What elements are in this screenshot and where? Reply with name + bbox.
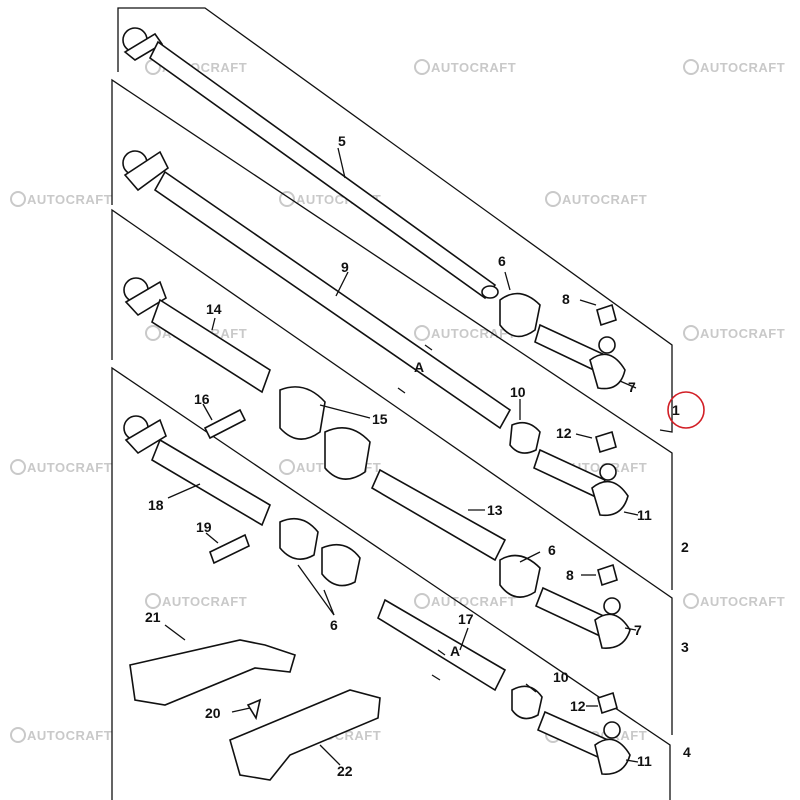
clamp-6a xyxy=(499,292,541,338)
assembly-4-parts xyxy=(123,415,631,781)
svg-text:AUTOCRAFT: AUTOCRAFT xyxy=(27,192,112,207)
clip-19 xyxy=(209,533,250,565)
label-6: 6 xyxy=(498,253,506,269)
fastener-20 xyxy=(246,698,262,721)
tie-rod-end-left-3 xyxy=(124,280,167,317)
sleeve-14 xyxy=(151,298,271,394)
ball-joint-7a xyxy=(589,353,626,390)
label-9: 9 xyxy=(341,259,349,275)
svg-text:AUTOCRAFT: AUTOCRAFT xyxy=(27,460,112,475)
label-17: 17 xyxy=(458,611,474,627)
label-10: 10 xyxy=(510,384,526,400)
tube-13 xyxy=(370,468,507,562)
label-13: 13 xyxy=(487,502,503,518)
tube-17 xyxy=(377,598,507,692)
clamp-10a xyxy=(509,421,541,454)
highlight-circle xyxy=(667,391,705,429)
nut-8a xyxy=(596,303,617,327)
label-5: 5 xyxy=(338,133,346,149)
label-4: 4 xyxy=(683,744,691,760)
svg-text:AUTOCRAFT: AUTOCRAFT xyxy=(431,326,516,341)
nut-12b xyxy=(597,691,618,715)
clamp-6d xyxy=(321,543,361,587)
ball-joint-11b xyxy=(594,738,631,775)
clip-16 xyxy=(203,408,247,440)
nut-8b xyxy=(597,563,618,587)
watermark: AUTOCRAFT xyxy=(683,325,785,341)
watermark: AUTOCRAFT xyxy=(683,593,785,609)
label-dim-a-2: A xyxy=(450,643,460,659)
label-16: 16 xyxy=(194,391,210,407)
panel-1-outline xyxy=(117,7,673,433)
sleeve-18 xyxy=(151,438,271,527)
svg-text:AUTOCRAFT: AUTOCRAFT xyxy=(700,326,785,341)
arm-22 xyxy=(229,689,381,781)
label-15: 15 xyxy=(372,411,388,427)
watermark: AUTOCRAFT xyxy=(414,59,516,75)
svg-text:AUTOCRAFT: AUTOCRAFT xyxy=(562,192,647,207)
panel-3-outline xyxy=(111,208,673,735)
watermark: AUTOCRAFT xyxy=(10,191,112,207)
panel-4-outline xyxy=(111,366,671,800)
label-1: 1 xyxy=(672,402,680,418)
label-12: 12 xyxy=(556,425,572,441)
ball-joint-11a xyxy=(591,480,629,517)
assembly-3-parts xyxy=(123,277,631,649)
label-8: 8 xyxy=(566,567,574,583)
arm-21 xyxy=(129,639,296,706)
ball-joint-7b xyxy=(594,613,631,649)
clamp-6b xyxy=(499,554,541,598)
clamp-6c xyxy=(279,517,319,560)
watermark: AUTOCRAFT xyxy=(145,593,247,609)
label-11: 11 xyxy=(637,507,652,523)
assembly-1-parts xyxy=(122,27,626,390)
svg-text:AUTOCRAFT: AUTOCRAFT xyxy=(162,594,247,609)
label-6: 6 xyxy=(330,617,338,633)
svg-text:AUTOCRAFT: AUTOCRAFT xyxy=(431,60,516,75)
label-22: 22 xyxy=(337,763,353,779)
tie-rod-end-left-2 xyxy=(123,150,170,192)
svg-text:AUTOCRAFT: AUTOCRAFT xyxy=(700,594,785,609)
part-labels: 5 6 8 7 1 9 A 10 12 11 2 14 16 15 13 6 8… xyxy=(145,133,691,779)
panel-outlines xyxy=(111,7,673,800)
label-19: 19 xyxy=(196,519,212,535)
clamp-15b xyxy=(324,426,371,480)
watermark: AUTOCRAFT xyxy=(10,727,112,743)
clamp-15a xyxy=(279,386,326,440)
label-10: 10 xyxy=(553,669,569,685)
label-18: 18 xyxy=(148,497,164,513)
watermark: AUTOCRAFT xyxy=(545,191,647,207)
label-3: 3 xyxy=(681,639,689,655)
label-6: 6 xyxy=(548,542,556,558)
label-8: 8 xyxy=(562,291,570,307)
label-2: 2 xyxy=(681,539,689,555)
label-7: 7 xyxy=(634,622,642,638)
watermark: AUTOCRAFT xyxy=(414,325,516,341)
label-14: 14 xyxy=(206,301,222,317)
leader-lines xyxy=(164,147,639,766)
watermark: AUTOCRAFT xyxy=(683,59,785,75)
tie-rod-end-left-4 xyxy=(124,418,167,455)
svg-text:AUTOCRAFT: AUTOCRAFT xyxy=(431,594,516,609)
label-21: 21 xyxy=(145,609,161,625)
tube-5 xyxy=(148,40,497,300)
svg-text:AUTOCRAFT: AUTOCRAFT xyxy=(700,60,785,75)
label-dim-a-1: A xyxy=(414,359,424,375)
label-11: 11 xyxy=(637,753,652,769)
svg-text:AUTOCRAFT: AUTOCRAFT xyxy=(27,728,112,743)
label-7: 7 xyxy=(628,379,636,395)
nut-12a xyxy=(595,430,617,454)
watermark: AUTOCRAFT xyxy=(10,459,112,475)
panel-2-outline xyxy=(111,78,673,590)
label-12: 12 xyxy=(570,698,586,714)
assembly-2-parts xyxy=(122,150,629,517)
clamp-10b xyxy=(511,685,543,720)
label-20: 20 xyxy=(205,705,221,721)
tube-9 xyxy=(153,170,512,430)
